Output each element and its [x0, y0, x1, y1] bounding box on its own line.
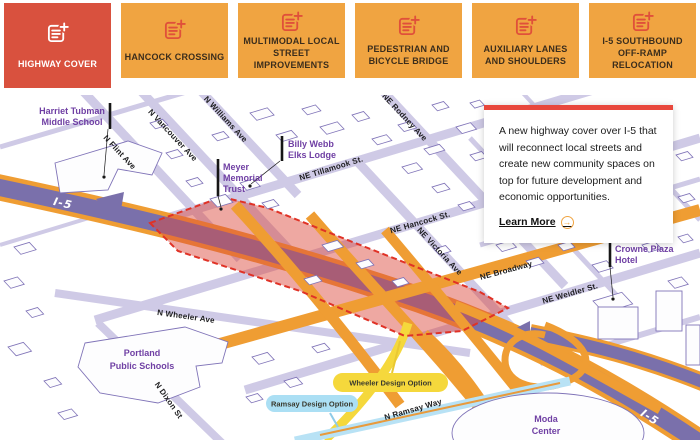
- place-label-harriet-tubman-line2: Middle School: [41, 117, 102, 127]
- meyer-memorial-building: [209, 193, 234, 208]
- tab-auxiliary-lanes-and-shoulders[interactable]: AUXILIARY LANES AND SHOULDERS: [472, 3, 579, 78]
- place-label-pps-line1: Portland: [124, 348, 161, 358]
- place-label-meyer-line3: Trust: [223, 184, 245, 194]
- tab-label: HANCOCK CROSSING: [124, 52, 225, 63]
- place-label-moda-line1: Moda: [534, 414, 558, 424]
- note-plus-icon: [47, 20, 69, 42]
- ramsay-design-option-badge[interactable]: Ramsay Design Option: [266, 395, 358, 412]
- note-plus-icon: [281, 9, 303, 31]
- tab-label: HIGHWAY COVER: [17, 58, 98, 69]
- project-map[interactable]: N Flint Ave N Vancouver Ave N Williams A…: [0, 95, 700, 440]
- tab-label: AUXILIARY LANES AND SHOULDERS: [483, 44, 568, 67]
- tab-multimodal-local-street-improvements[interactable]: MULTIMODAL LOCAL STREET IMPROVEMENTS: [238, 3, 345, 78]
- highway-cover-area: [150, 197, 508, 336]
- map-svg: N Flint Ave N Vancouver Ave N Williams A…: [0, 95, 700, 440]
- tab-label: I-5 SOUTHBOUND OFF-RAMP RELOCATION: [602, 36, 683, 71]
- info-card-description: A new highway cover over I-5 that will r…: [499, 125, 657, 204]
- note-plus-icon: [164, 17, 186, 39]
- harriet-tubman-school-building: [54, 140, 163, 194]
- highway-arrowhead-icon: [96, 192, 124, 222]
- place-label-pps-line2: Public Schools: [110, 361, 175, 371]
- place-label-moda-line2: Center: [532, 426, 561, 436]
- ramsay-option-street: [294, 376, 571, 440]
- place-label-meyer-line1: Meyer: [223, 162, 250, 172]
- place-label-billy-webb-line2: Elks Lodge: [288, 150, 336, 160]
- tab-highway-cover[interactable]: HIGHWAY COVER: [4, 3, 111, 88]
- project-tab-bar: HIGHWAY COVER HANCOCK CROSSING MULTIMODA…: [0, 0, 700, 93]
- learn-more-label: Learn More: [499, 216, 556, 229]
- moda-center-building: [451, 392, 645, 440]
- wheeler-badge-leader: [391, 340, 401, 374]
- arrow-right-circle-icon: →: [560, 215, 574, 229]
- place-label-harriet-tubman-line1: Harriet Tubman: [39, 106, 105, 116]
- i5-label-west: I-5: [52, 195, 74, 212]
- tab-i5-southbound-off-ramp-relocation[interactable]: I-5 SOUTHBOUND OFF-RAMP RELOCATION: [589, 3, 696, 78]
- place-labels: Harriet Tubman Middle School Billy Webb …: [39, 106, 674, 436]
- place-label-meyer-line2: Memorial: [223, 173, 263, 183]
- wheeler-badge-label: Wheeler Design Option: [349, 379, 432, 388]
- crowne-plaza-building: [597, 306, 639, 340]
- design-option-badges: Wheeler Design Option Ramsay Design Opti…: [266, 340, 448, 428]
- tab-label: PEDESTRIAN AND BICYCLE BRIDGE: [367, 44, 450, 67]
- ramsay-badge-leader: [329, 412, 339, 428]
- tab-pedestrian-and-bicycle-bridge[interactable]: PEDESTRIAN AND BICYCLE BRIDGE: [355, 3, 462, 78]
- tab-label: MULTIMODAL LOCAL STREET IMPROVEMENTS: [243, 36, 340, 71]
- highway-cover-info-card: A new highway cover over I-5 that will r…: [484, 105, 673, 244]
- note-plus-icon: [515, 13, 537, 35]
- tab-hancock-crossing[interactable]: HANCOCK CROSSING: [121, 3, 228, 78]
- note-plus-icon: [632, 9, 654, 31]
- place-label-billy-webb-line1: Billy Webb: [288, 139, 334, 149]
- note-plus-icon: [398, 13, 420, 35]
- place-label-crowne-plaza-line2: Hotel: [615, 255, 638, 265]
- label-markers: [102, 103, 615, 301]
- highway-cover-outline: [148, 195, 511, 338]
- place-label-crowne-plaza-line1: Crowne Plaza: [615, 244, 675, 254]
- learn-more-link[interactable]: Learn More →: [499, 215, 574, 229]
- wheeler-design-option-badge[interactable]: Wheeler Design Option: [333, 373, 448, 392]
- ramsay-badge-label: Ramsay Design Option: [271, 400, 354, 409]
- portland-public-schools-building: [77, 326, 229, 404]
